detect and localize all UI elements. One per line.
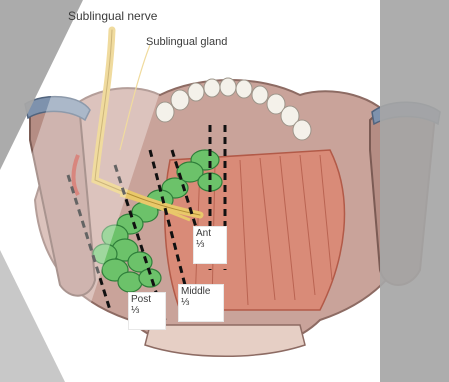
label-ant-line1: Ant xyxy=(196,228,224,239)
label-post-line1: Post xyxy=(131,294,163,305)
label-ant-line2: ⅓ xyxy=(196,239,224,250)
label-middle-line1: Middle xyxy=(181,286,221,297)
hyoid-bone xyxy=(145,325,305,356)
label-post-third: Post ⅓ xyxy=(128,292,166,330)
label-middle-line2: ⅓ xyxy=(181,297,221,308)
label-post-line2: ⅓ xyxy=(131,305,163,316)
label-sublingual-nerve: Sublingual nerve xyxy=(68,9,158,23)
label-sublingual-gland: Sublingual gland xyxy=(146,36,227,48)
label-middle-third: Middle ⅓ xyxy=(178,284,224,322)
right-gray-overlay xyxy=(380,0,449,382)
label-ant-third: Ant ⅓ xyxy=(193,226,227,264)
